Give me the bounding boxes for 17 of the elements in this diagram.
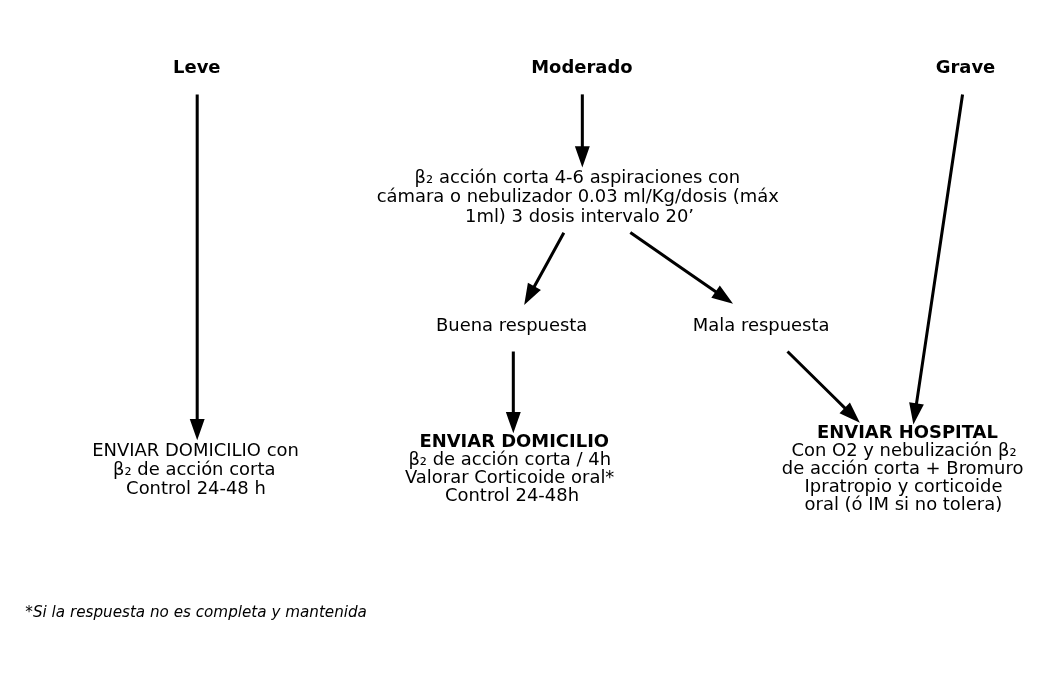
node-text: ENVIAR HOSPITAL Con O2 y nebulización β₂ de acción corta + Bromuro Ipratropio y corticoide oral (ó IM si no tolera) — [781, 421, 1024, 515]
arrow — [524, 232, 566, 305]
node-text: Leve — [173, 55, 221, 77]
arrow — [505, 351, 521, 434]
arrow — [909, 94, 965, 425]
node-text: Buena respuesta — [436, 313, 588, 335]
arrow — [629, 231, 734, 304]
arrow — [786, 350, 860, 423]
node-text: ENVIAR DOMICILIO β₂ de acción corta / 4h Valorar Corticoide oral* Control 24-48h — [404, 430, 615, 506]
node-text: Grave — [935, 55, 996, 77]
node-text: ENVIAR DOMICILIO con β₂ de acción corta Control 24-48 h — [92, 438, 299, 499]
arrow — [574, 94, 590, 168]
node-text: Moderado — [531, 55, 633, 77]
node-text: Mala respuesta — [692, 313, 830, 335]
node-text: β₂ acción corta 4-6 aspiraciones con cámara o nebulizador 0.03 ml/Kg/dosis (máx 1ml) 3 dosis intervalo 20’ — [376, 166, 779, 226]
label: *Si la respuesta no es completa y mantenida — [25, 603, 367, 622]
arrow — [189, 94, 205, 441]
